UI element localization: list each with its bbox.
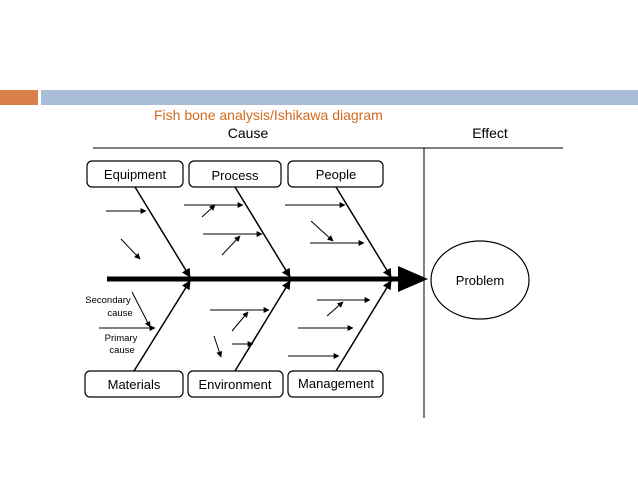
equipment-bone [134, 186, 191, 278]
process-bone [234, 186, 291, 278]
problem-ellipse [430, 240, 530, 320]
cause-header: Cause [228, 125, 269, 141]
secondary-cause-label-2: cause [107, 308, 132, 319]
problem-label: Problem [456, 273, 504, 288]
materials-label: Materials [108, 377, 161, 392]
equipment-label: Equipment [104, 167, 167, 182]
sub-cause-arrow [213, 335, 223, 358]
slide-title: Fish bone analysis/Ishikawa diagram [154, 107, 383, 123]
people-bone [335, 186, 392, 278]
spine-arrowhead [398, 266, 428, 292]
primary-cause-label-2: cause [109, 345, 134, 356]
people-box [287, 160, 384, 188]
sub-cause-arrow [326, 301, 344, 317]
management-label: Management [298, 376, 374, 391]
materials-bone [133, 280, 191, 372]
sub-cause-arrow [310, 220, 334, 242]
secondary-cause-label-1: Secondary [85, 295, 131, 306]
sub-cause-arrow [131, 291, 151, 328]
management-bone [335, 280, 392, 372]
sub-cause-arrow [231, 311, 249, 332]
accent-bar [0, 90, 38, 105]
environment-bone [234, 280, 291, 372]
sub-cause-arrow [221, 235, 241, 256]
environment-label: Environment [199, 377, 272, 392]
people-label: People [316, 167, 356, 182]
sub-cause-arrow [201, 204, 216, 218]
process-label: Process [212, 168, 259, 183]
sub-cause-arrow [120, 238, 141, 260]
effect-header: Effect [472, 125, 508, 141]
management-box [287, 370, 384, 398]
title-bar [41, 90, 638, 105]
primary-cause-label-1: Primary [105, 333, 138, 344]
